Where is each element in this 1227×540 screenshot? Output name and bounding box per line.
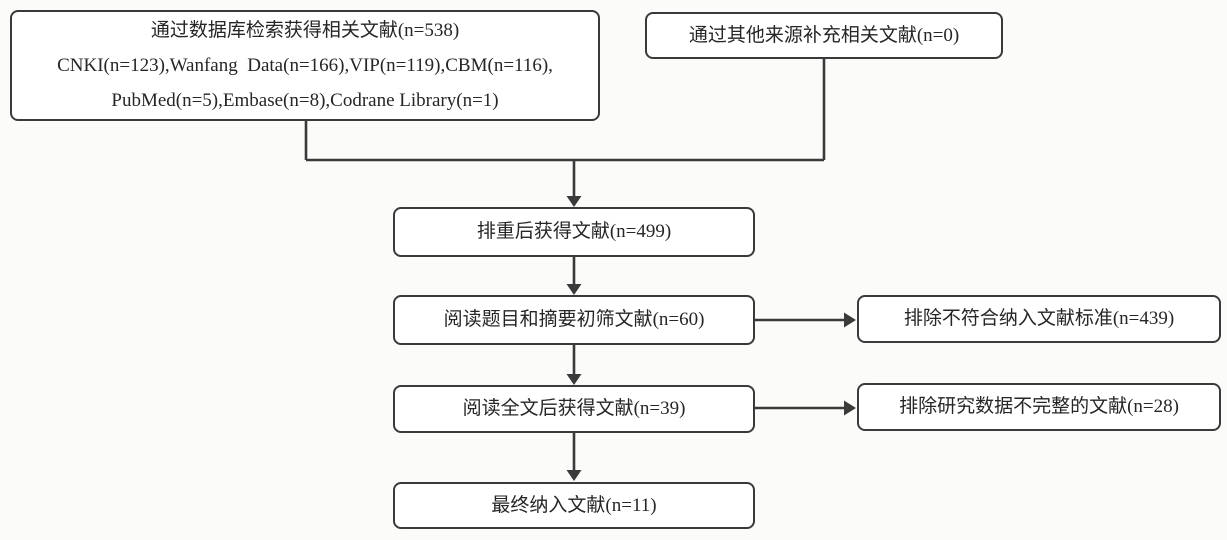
node-full-text-obtained: 阅读全文后获得文献(n=39) bbox=[393, 385, 755, 433]
arrow-screen-to-fulltext-head bbox=[566, 374, 582, 385]
node-database-identified-sources-1: CNKI(n=123),Wanfang Data(n=166),VIP(n=11… bbox=[57, 55, 553, 76]
arrow-fulltext-to-excluded2-head bbox=[844, 400, 856, 416]
arrow-dedup-to-screen-head bbox=[566, 284, 582, 295]
node-excluded-incomplete-data-label: 排除研究数据不完整的文献(n=28) bbox=[899, 396, 1179, 418]
arrow-screen-to-excluded1-head bbox=[844, 312, 856, 328]
node-database-identified-sources-2: PubMed(n=5),Embase(n=8),Codrane Library(… bbox=[111, 90, 499, 111]
node-other-sources-label: 通过其他来源补充相关文献(n=0) bbox=[688, 24, 960, 46]
node-other-sources: 通过其他来源补充相关文献(n=0) bbox=[645, 12, 1003, 59]
node-deduplicated: 排重后获得文献(n=499) bbox=[393, 207, 755, 257]
node-title-abstract-screen: 阅读题目和摘要初筛文献(n=60) bbox=[393, 295, 755, 345]
node-full-text-obtained-label: 阅读全文后获得文献(n=39) bbox=[462, 398, 686, 420]
arrow-merge-to-dedup-head bbox=[566, 196, 582, 207]
node-database-identified: 通过数据库检索获得相关文献(n=538) CNKI(n=123),Wanfang… bbox=[10, 10, 600, 121]
node-excluded-incomplete-data: 排除研究数据不完整的文献(n=28) bbox=[857, 383, 1221, 431]
node-excluded-criteria: 排除不符合纳入文献标准(n=439) bbox=[857, 295, 1221, 343]
node-final-included-label: 最终纳入文献(n=11) bbox=[491, 494, 657, 516]
node-title-abstract-screen-label: 阅读题目和摘要初筛文献(n=60) bbox=[443, 309, 705, 331]
node-final-included: 最终纳入文献(n=11) bbox=[393, 482, 755, 529]
node-deduplicated-label: 排重后获得文献(n=499) bbox=[476, 221, 672, 243]
arrow-fulltext-to-included-head bbox=[566, 470, 582, 481]
node-database-identified-title: 通过数据库检索获得相关文献(n=538) bbox=[150, 20, 460, 41]
node-excluded-criteria-label: 排除不符合纳入文献标准(n=439) bbox=[903, 308, 1175, 330]
